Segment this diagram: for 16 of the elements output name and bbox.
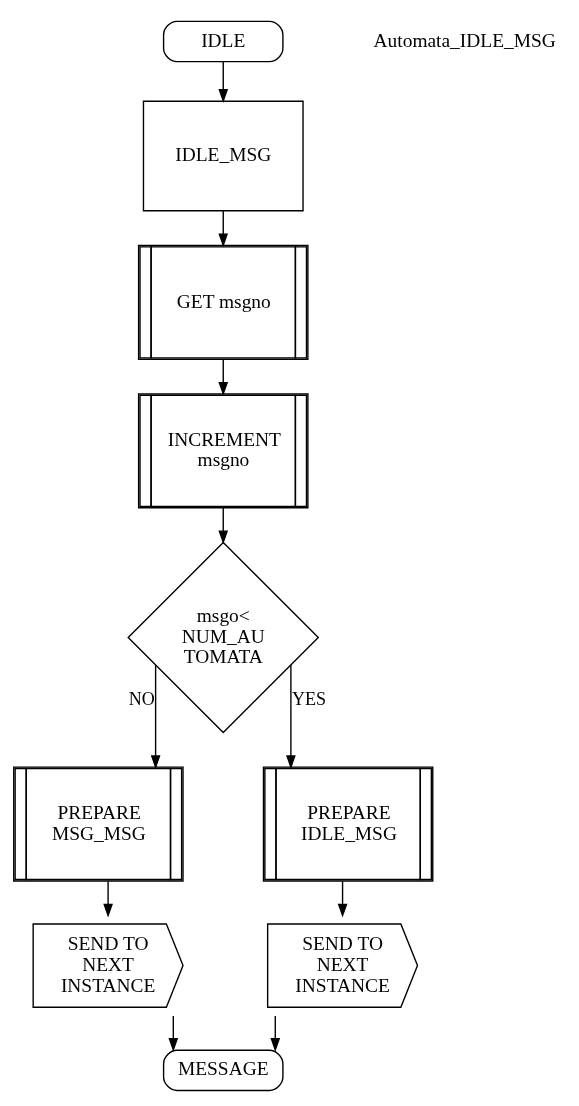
edge-label: YES [291, 688, 326, 709]
arrow [150, 663, 161, 769]
node-box: MESSAGE [162, 1049, 284, 1091]
arrow [286, 663, 296, 769]
arrow [337, 880, 348, 918]
arrow [270, 1014, 281, 1052]
arrow [168, 1014, 179, 1052]
arrow [218, 209, 229, 247]
arrow [218, 60, 229, 103]
arrow [103, 880, 113, 918]
arrow [218, 358, 229, 396]
edge-label: NO [128, 688, 155, 709]
node-box: IDLE [162, 20, 284, 62]
label: Automata_IDLE_MSG [373, 29, 556, 51]
arrow [218, 506, 229, 544]
node-box: IDLE_MSG [142, 100, 304, 211]
